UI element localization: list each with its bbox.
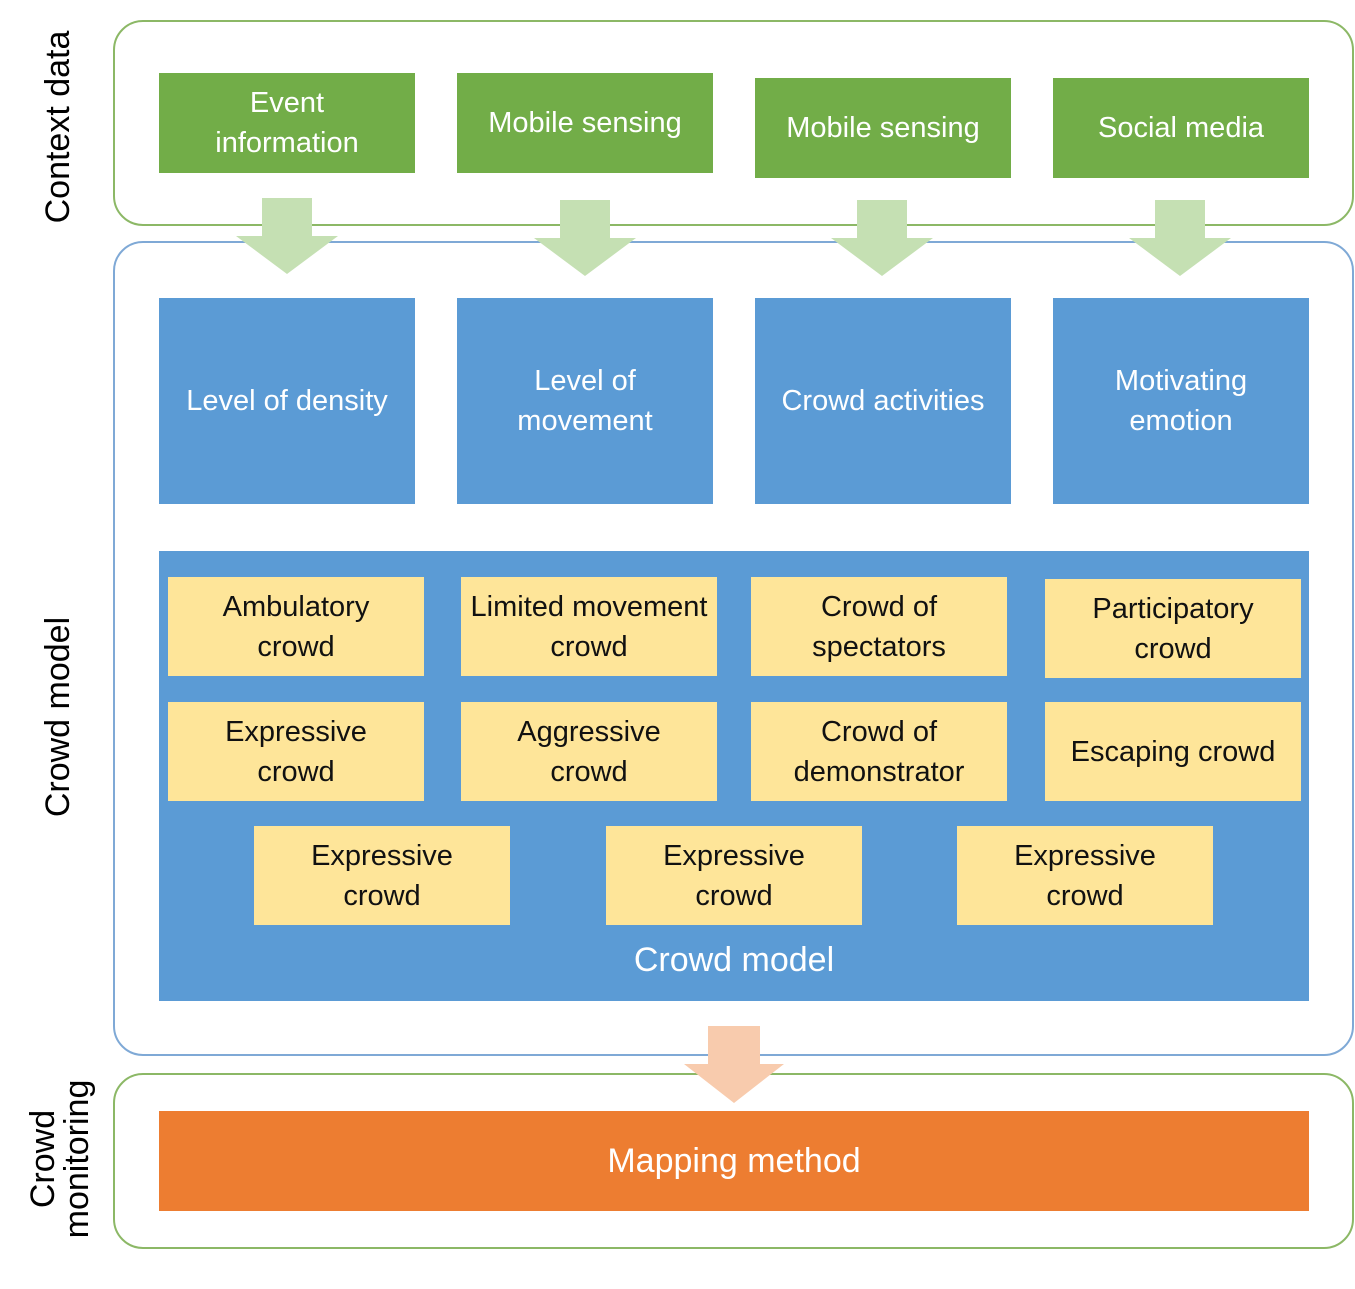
- factor-box-movement: Level of movement: [457, 298, 713, 504]
- factor-box-emotion: Motivating emotion: [1053, 298, 1309, 504]
- context-box-social-media: Social media: [1053, 78, 1309, 178]
- factor-box-density: Level of density: [159, 298, 415, 504]
- crowd-type-demonstrator: Crowd of demonstrator: [751, 702, 1007, 801]
- factor-box-activities: Crowd activities: [755, 298, 1011, 504]
- context-box-mobile-sensing-1: Mobile sensing: [457, 73, 713, 173]
- mapping-method-box: Mapping method: [159, 1111, 1309, 1211]
- crowd-monitoring-label: Crowd monitoring: [24, 1079, 96, 1239]
- crowd-type-ambulatory: Ambulatory crowd: [168, 577, 424, 676]
- down-arrow-mapping: [684, 1026, 784, 1103]
- crowd-type-limited-movement: Limited movement crowd: [461, 577, 717, 676]
- crowd-type-escaping: Escaping crowd: [1045, 702, 1301, 801]
- down-arrow-1: [236, 198, 338, 274]
- crowd-type-expressive: Expressive crowd: [168, 702, 424, 801]
- crowd-type-expressive-4: Expressive crowd: [957, 826, 1213, 925]
- context-box-event-information: Event information: [159, 73, 415, 173]
- down-arrow-2: [534, 200, 636, 276]
- crowd-type-participatory: Participatory crowd: [1045, 579, 1301, 678]
- down-arrow-4: [1129, 200, 1231, 276]
- down-arrow-3: [831, 200, 933, 276]
- crowd-monitoring-label-line1: Crowd: [24, 1109, 62, 1209]
- crowd-model-side-label: Crowd model: [39, 616, 77, 818]
- crowd-type-expressive-3: Expressive crowd: [606, 826, 862, 925]
- context-data-label: Context data: [39, 30, 77, 224]
- context-box-mobile-sensing-2: Mobile sensing: [755, 78, 1011, 178]
- crowd-type-spectators: Crowd of spectators: [751, 577, 1007, 676]
- crowd-type-aggressive: Aggressive crowd: [461, 702, 717, 801]
- crowd-model-area-label: Crowd model: [633, 941, 835, 979]
- crowd-monitoring-label-line2: monitoring: [58, 1079, 96, 1239]
- crowd-type-expressive-2: Expressive crowd: [254, 826, 510, 925]
